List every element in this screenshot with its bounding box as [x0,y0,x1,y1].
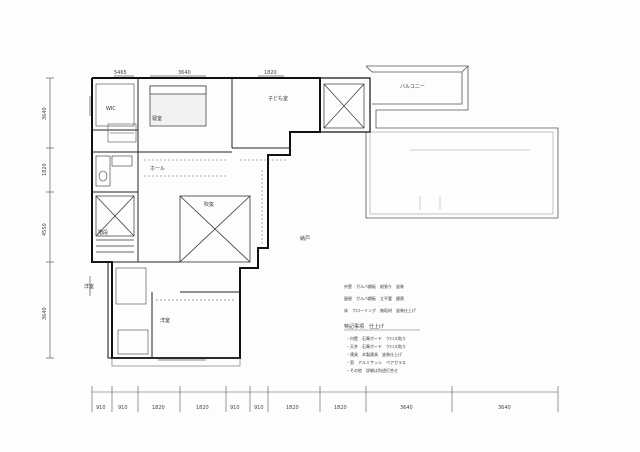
bottom-dimension-grid [91,386,559,412]
room-label-storage: 納戸 [300,235,310,242]
hallway-lines [144,159,286,244]
left-dim-1: 3640 [42,107,48,120]
room-label-wic: WIC [106,106,116,112]
room-label-lower-left: 洋室 [84,283,94,290]
toilet [95,155,133,187]
top-dim-3: 1820 [264,70,277,76]
bottom-dim-2: 910 [118,405,128,411]
bottom-dim-10: 3640 [498,405,511,411]
legend-item-1: ・内壁 石膏ボード クロス貼り [346,335,406,341]
left-dimension-line [46,77,54,359]
left-dim-2: 1820 [42,163,48,176]
spec-notes: 外壁 ガルバ鋼板 縦張り 塗装 屋根 ガルバ鋼板 立平葺 銀黒 床 フローリング… [344,283,416,313]
room-label-kids-room: 子ども室 [268,95,288,102]
room-label-void: 吹抜 [204,201,214,208]
balcony [365,65,559,219]
legend-title: 特記事項 仕上げ [344,323,384,330]
bottom-dim-5: 910 [230,405,240,411]
interior-walls [92,78,290,358]
note-line-3: 床 フローリング 無垢材 塗装仕上げ [344,307,416,313]
bottom-dim-8: 1820 [334,405,347,411]
legend-item-5: ・その他 詳細は別途打合せ [346,367,398,373]
legend-item-2: ・天井 石膏ボード クロス貼り [346,343,406,349]
bed [149,85,207,127]
outer-walls [91,77,371,359]
room-label-lower-center: 洋室 [160,317,170,324]
top-dim-2: 3640 [178,70,191,76]
bottom-dim-1: 910 [96,405,106,411]
balcony-detail [410,149,530,210]
bottom-dim-6: 910 [254,405,264,411]
window-marks [89,75,284,361]
room-label-bedroom: 寝室 [152,115,162,122]
room-label-balcony: バルコニー [400,84,425,90]
top-dim-1: 5465 [114,70,127,76]
note-line-1: 外壁 ガルバ鋼板 縦張り 塗装 [344,283,404,289]
bottom-dim-3: 1820 [152,405,165,411]
room-label-stair: 階段 [98,229,108,236]
bottom-dim-9: 3640 [400,405,413,411]
bottom-dim-7: 1820 [286,405,299,411]
note-line-2: 屋根 ガルバ鋼板 立平葺 銀黒 [344,295,404,301]
void-upper-right [323,83,365,129]
left-dim-4: 3640 [42,307,48,320]
bottom-dim-4: 1820 [196,405,209,411]
stair-void [95,195,135,253]
legend: 特記事項 仕上げ ・内壁 石膏ボード クロス貼り ・天井 石膏ボード クロス貼り… [344,323,420,373]
wic-area [95,83,137,143]
left-dim-3: 4550 [42,223,48,236]
legend-item-3: ・建具 木製建具 塗装仕上げ [346,351,402,357]
void-center [179,195,251,263]
lower-fixtures [111,267,241,367]
legend-item-4: ・窓 アルミサッシ ペアガラス [346,359,406,365]
room-label-hall: ホール [150,166,165,172]
